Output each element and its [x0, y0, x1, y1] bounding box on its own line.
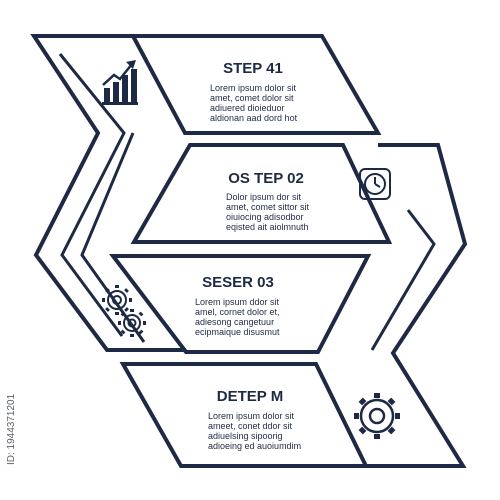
- step-1-box: [129, 34, 382, 135]
- left-chevron-inner: [58, 53, 126, 337]
- step-2-line-1: Dolor ipsum dor sit: [226, 192, 302, 202]
- step-3-box: [108, 254, 372, 354]
- step-2-title: OS TEP 02: [228, 170, 304, 187]
- right-chevron-inner: [370, 209, 436, 351]
- step-4-line-2: ameet, conet ddor sit: [208, 421, 293, 431]
- step-3-line-3: adiesong cangetuur: [195, 317, 274, 327]
- step-1-text: STEP 41 Lorem ipsum dolor sit amet, come…: [210, 60, 298, 123]
- step-2-line-3: oiuiocing adisodbor: [226, 212, 304, 222]
- step-2-box: [130, 143, 393, 244]
- step-3-text: SESER 03 Lorem ipsum ddor sit amel, corn…: [195, 274, 280, 337]
- step-3-title: SESER 03: [202, 274, 274, 291]
- step-1-line-1: Lorem ipsum dolor sit: [210, 83, 297, 93]
- step-2-text: OS TEP 02 Dolor ipsum dor sit amet, come…: [226, 170, 310, 232]
- clock-icon: [359, 168, 391, 200]
- step-3-line-1: Lorem ipsum ddor sit: [195, 297, 280, 307]
- step-4-line-1: Lorem ipsum dolor sit: [208, 411, 295, 421]
- step-2-line-4: eqisted ait aiolmnuth: [226, 222, 309, 232]
- step-1-line-3: adiuered dioieduor: [210, 103, 285, 113]
- step-4-line-3: adiuelsing sipoorig: [208, 431, 283, 441]
- step-4-text: DETEP M Lorem ipsum dolor sit ameet, con…: [208, 388, 301, 451]
- gear-icon: [354, 393, 400, 439]
- step-1-title: STEP 41: [223, 60, 283, 77]
- left-chevron-outer: [30, 34, 186, 352]
- two-gears-icon: [102, 285, 146, 337]
- step-1-line-4: aldionan aad dord hot: [210, 113, 298, 123]
- step-3-line-4: ecipmaique disusmut: [195, 327, 280, 337]
- right-chevron-outer: [366, 143, 468, 468]
- step-4-title: DETEP M: [217, 388, 283, 405]
- stock-id-watermark: ID: 1944371201: [6, 393, 17, 465]
- step-3-line-2: amel, cornet dolor et,: [195, 307, 280, 317]
- bar-chart-growth-icon: [102, 60, 138, 105]
- step-1-line-2: amet, comet dolor sit: [210, 93, 294, 103]
- step-2-line-2: amet, comet sittor sit: [226, 202, 310, 212]
- step-4-box: [119, 362, 370, 468]
- step-4-line-4: adioeing ed auoiumdim: [208, 441, 301, 451]
